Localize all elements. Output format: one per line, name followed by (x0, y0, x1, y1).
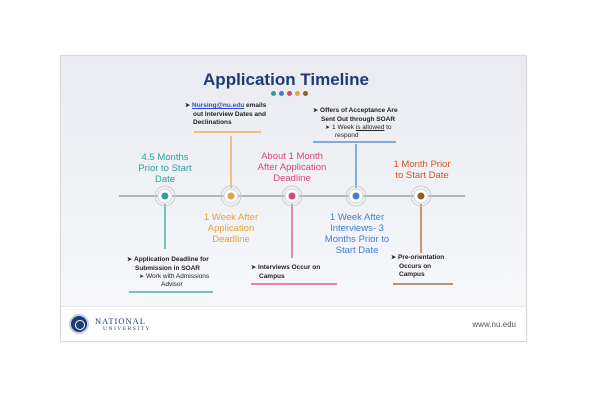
website-url[interactable]: www.nu.edu (472, 320, 516, 329)
arrow-icon: ➤ (313, 108, 319, 114)
university-seal-icon (69, 314, 89, 334)
note-deadline: ➤Application Deadline for Submission in … (127, 256, 210, 289)
dot-blue (279, 91, 284, 96)
milestone-label-4: 1 Week After Interviews- 3 Months Prior … (324, 212, 390, 256)
milestone-marker-5 (410, 185, 432, 207)
dot-pink (287, 91, 292, 96)
title-dots (271, 91, 311, 97)
dot-brown (303, 91, 308, 96)
note-acceptance: ➤Offers of Acceptance Are Sent Out throu… (313, 107, 398, 140)
milestone-label-5: 1 Month Prior to Start Date (393, 159, 451, 181)
dot-orange (295, 91, 300, 96)
slide-body: Application Timeline (61, 56, 526, 306)
milestone-marker-3 (281, 185, 303, 207)
timeline-graphic (119, 131, 465, 293)
email-link[interactable]: Nursing@nu.edu (192, 102, 245, 109)
slide-footer: NATIONAL UNIVERSITY www.nu.edu (61, 306, 526, 341)
slide-title: Application Timeline (203, 70, 369, 89)
milestone-marker-4 (345, 185, 367, 207)
milestone-label-3: About 1 Month After Application Deadline (257, 151, 327, 184)
milestone-marker-2 (220, 185, 242, 207)
note-preorientation: ➤Pre-orientation Occurs on Campus (391, 254, 445, 278)
university-logo-text: NATIONAL UNIVERSITY (95, 316, 151, 332)
arrow-icon: ➤ (185, 103, 191, 109)
arrow-icon: ➤ (251, 265, 257, 271)
dot-teal (271, 91, 276, 96)
milestone-label-1: 4.5 Months Prior to Start Date (138, 152, 192, 185)
arrow-icon: ➤ (391, 255, 397, 261)
arrow-icon: ➤ (139, 273, 145, 280)
arrow-icon: ➤ (325, 124, 331, 131)
slide: Application Timeline (60, 55, 527, 342)
arrow-icon: ➤ (127, 257, 133, 263)
milestone-label-2: 1 Week After Application Deadline (203, 212, 259, 245)
milestone-marker-1 (154, 185, 176, 207)
note-email: ➤Nursing@nu.edu emails out Interview Dat… (185, 102, 267, 126)
note-interviews: ➤Interviews Occur on Campus (251, 264, 321, 280)
